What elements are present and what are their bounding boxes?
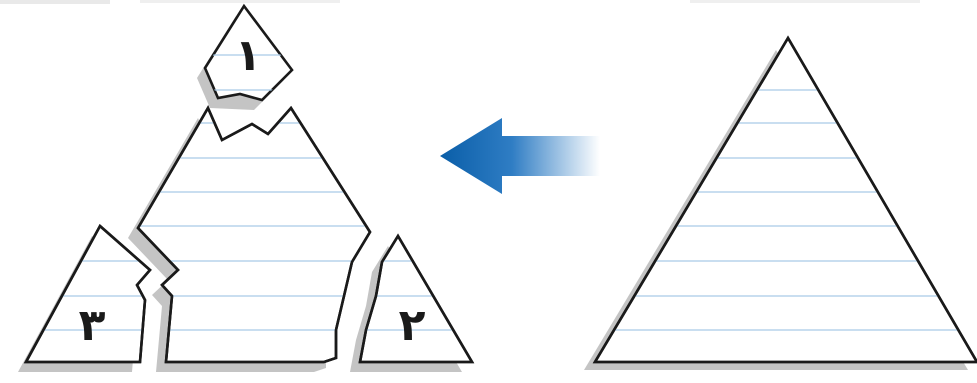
broken-pyramid: ١ [18, 6, 480, 372]
piece-2: ٢ [350, 236, 480, 372]
piece-3-label: ٣ [79, 300, 106, 351]
top-edge-fragments [0, 0, 920, 4]
piece-2-label: ٢ [399, 300, 426, 351]
left-arrow-icon [440, 118, 600, 194]
complete-pyramid-outline [595, 38, 977, 362]
arrow-shape [440, 118, 600, 194]
main-piece [120, 108, 380, 372]
piece-1-label: ١ [235, 30, 262, 81]
piece-1: ١ [190, 6, 300, 110]
complete-pyramid [560, 38, 977, 370]
